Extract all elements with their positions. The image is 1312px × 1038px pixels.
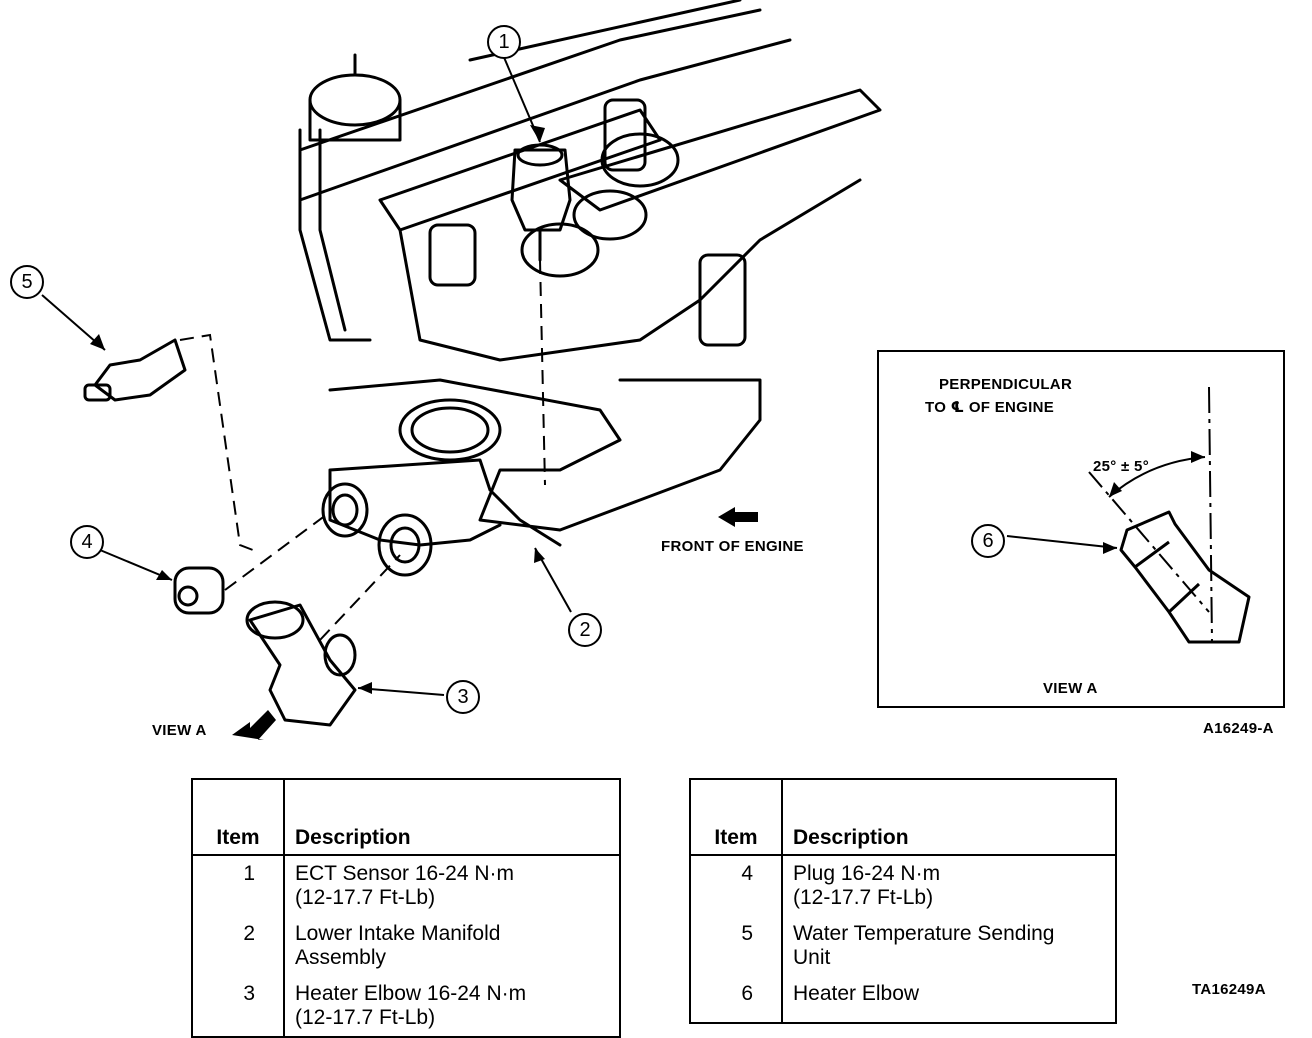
inset-elbow [1119, 510, 1251, 644]
table-row: 3 Heater Elbow 16-24 N·m(12-17.7 Ft-Lb) [192, 976, 620, 1037]
view-a-arrow [232, 710, 276, 740]
callout-3: 3 [446, 680, 480, 714]
legend-table-right: Item Description 4 Plug 16-24 N·m(12-17.… [689, 778, 1117, 1024]
front-of-engine-label: FRONT OF ENGINE [661, 538, 804, 555]
front-arrow [718, 507, 758, 527]
row-item: 5 [690, 916, 783, 976]
legend-right-header-description: Description [782, 779, 1116, 856]
leader-3 [357, 687, 445, 696]
fuel-rail-left [378, 108, 662, 232]
leader-6 [1006, 535, 1118, 549]
row-item: 6 [690, 976, 783, 1023]
injector-left [428, 223, 477, 287]
inset-perpendicular-line2: TO ℄ OF ENGINE [925, 399, 1055, 416]
inset-perpendicular-line1: PERPENDICULAR [939, 376, 1073, 393]
dash-sending [179, 333, 259, 553]
inset-angle-label: 25° ± 5° [1093, 458, 1149, 475]
inset-view-a-label: VIEW A [1043, 680, 1098, 697]
legend-table-left: Item Description 1 ECT Sensor 16-24 N·m(… [191, 778, 621, 1038]
fuel-rail-right [558, 88, 882, 212]
row-item: 1 [192, 855, 285, 916]
row-item: 3 [192, 976, 285, 1037]
figure-id: A16249-A [1203, 720, 1274, 737]
row-item: 2 [192, 916, 285, 976]
legend-right-header-item: Item [690, 779, 783, 856]
legend-left-header-description: Description [284, 779, 620, 856]
row-item: 4 [690, 855, 783, 916]
dash-plug [224, 511, 331, 591]
manifold-port [398, 398, 502, 462]
table-row: 4 Plug 16-24 N·m(12-17.7 Ft-Lb) [690, 855, 1116, 916]
callout-4: 4 [70, 525, 104, 559]
legend-left-header-item: Item [192, 779, 285, 856]
callout-1: 1 [487, 25, 521, 59]
row-description: Heater Elbow [793, 982, 920, 1005]
port-3 [520, 222, 600, 278]
heater-elbow [248, 603, 357, 727]
sending-unit [93, 338, 187, 402]
lower-manifold [328, 378, 762, 547]
upper-rail [298, 0, 792, 202]
inset-drawing [1006, 386, 1251, 644]
table-id: TA16249A [1192, 981, 1266, 998]
callout-5: 5 [10, 265, 44, 299]
ect-sensor [510, 148, 572, 232]
injector-right [698, 253, 747, 347]
view-a-arrow-label: VIEW A [152, 722, 207, 739]
outlet-upper [321, 482, 369, 538]
regulator [308, 73, 402, 127]
table-row: 6 Heater Elbow [690, 976, 1116, 1023]
table-row: 1 ECT Sensor 16-24 N·m(12-17.7 Ft-Lb) [192, 855, 620, 916]
row-description: Heater Elbow 16-24 N·m(12-17.7 Ft-Lb) [295, 982, 527, 1029]
port-1 [600, 132, 680, 188]
row-description: ECT Sensor 16-24 N·m(12-17.7 Ft-Lb) [295, 862, 515, 909]
injector-top [603, 98, 647, 172]
head-outline [398, 178, 862, 362]
callout-6: 6 [971, 524, 1005, 558]
port-2 [572, 189, 648, 241]
outlet-lower [377, 513, 433, 577]
row-description: Plug 16-24 N·m(12-17.7 Ft-Lb) [793, 862, 941, 909]
plug [173, 566, 225, 615]
view-a-inset: PERPENDICULAR TO ℄ OF ENGINE 25° ± 5° 6 … [877, 350, 1285, 708]
angle-line [1088, 471, 1210, 613]
centerline [1208, 386, 1213, 643]
dash-elbow [319, 554, 401, 641]
callout-2: 2 [568, 613, 602, 647]
dash-sensor [539, 259, 546, 486]
